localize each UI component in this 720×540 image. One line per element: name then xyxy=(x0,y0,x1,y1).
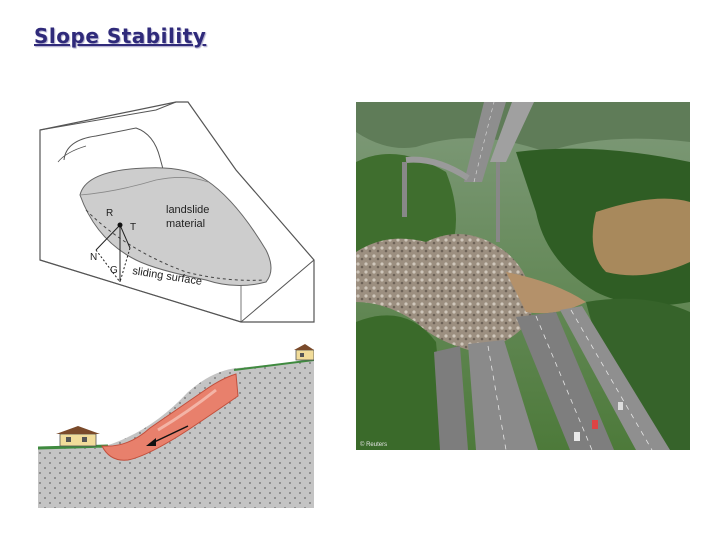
label-landslide-material-1: landslide xyxy=(166,204,209,216)
house-icon-right xyxy=(294,344,314,361)
slide-direction-arrow xyxy=(149,425,189,445)
force-line-normal xyxy=(95,224,121,251)
label-force-r: R xyxy=(106,208,113,219)
label-force-n: N xyxy=(90,252,97,263)
force-point xyxy=(117,222,123,228)
label-force-g: G xyxy=(110,265,118,276)
highway-landslide-photo: © Reuters xyxy=(356,102,690,450)
landslide-block-diagram: R T N G landslide material sliding surfa… xyxy=(39,101,315,323)
label-landslide-material-2: material xyxy=(166,218,205,230)
label-force-t: T xyxy=(130,222,136,233)
force-line-tangent xyxy=(119,224,131,249)
slide-title: Slope Stability xyxy=(34,24,207,48)
photo-credit: © Reuters xyxy=(360,441,387,448)
arrowhead-icon xyxy=(146,438,156,446)
house-icon-left xyxy=(56,426,100,447)
slope-cross-section xyxy=(38,344,314,508)
